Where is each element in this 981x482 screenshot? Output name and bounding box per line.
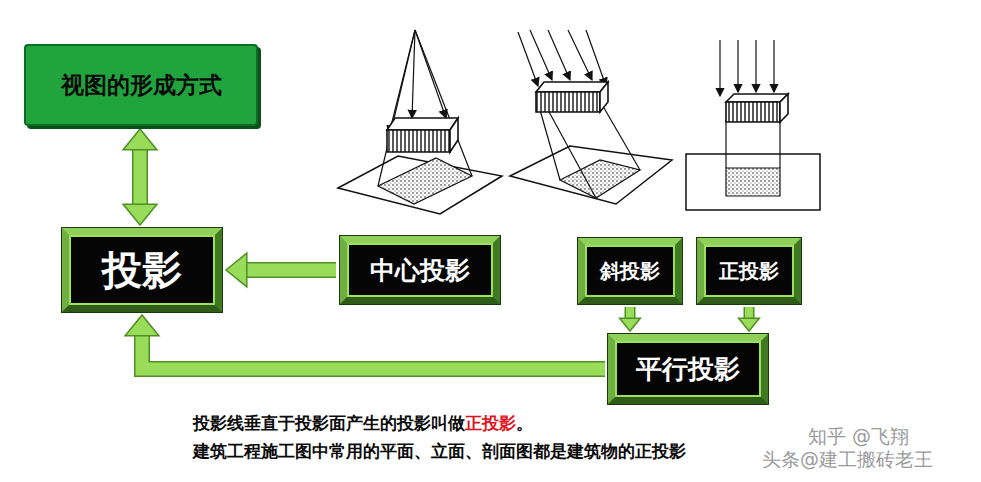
node-label: 中心投影 [370, 254, 470, 287]
block-arrow [123, 129, 157, 225]
node-label: 平行投影 [636, 352, 740, 387]
node-label: 投影 [102, 243, 182, 298]
orthographic-projection-figure [686, 40, 820, 210]
node-label: 正投影 [719, 258, 779, 285]
process-box: 中心投影 [340, 236, 500, 304]
watermark: 头条@建工搬砖老王 [762, 447, 933, 473]
process-box: 斜投影 [578, 238, 682, 304]
block-arrow [620, 307, 641, 331]
main-box: 投影 [62, 228, 222, 312]
note-text: 投影线垂直于投影面产生的投影叫做 [193, 412, 465, 435]
oblique-projection-figure [510, 30, 672, 204]
process-box: 平行投影 [608, 334, 768, 404]
note-text: 建筑工程施工图中常用的平面、立面、剖面图都是建筑物的正投影 [193, 440, 686, 463]
watermark: 知乎 @飞翔 [808, 424, 909, 450]
node-label: 视图的形成方式 [61, 70, 222, 101]
note-text: 。 [516, 412, 533, 435]
title-banner: 视图的形成方式 [24, 44, 258, 126]
block-arrow [226, 253, 336, 287]
process-box: 正投影 [697, 238, 801, 304]
note-text: 正投影 [465, 412, 516, 435]
central-projection-figure [338, 30, 502, 214]
node-label: 斜投影 [600, 258, 660, 285]
block-arrow [125, 315, 605, 369]
block-arrow [739, 307, 760, 331]
